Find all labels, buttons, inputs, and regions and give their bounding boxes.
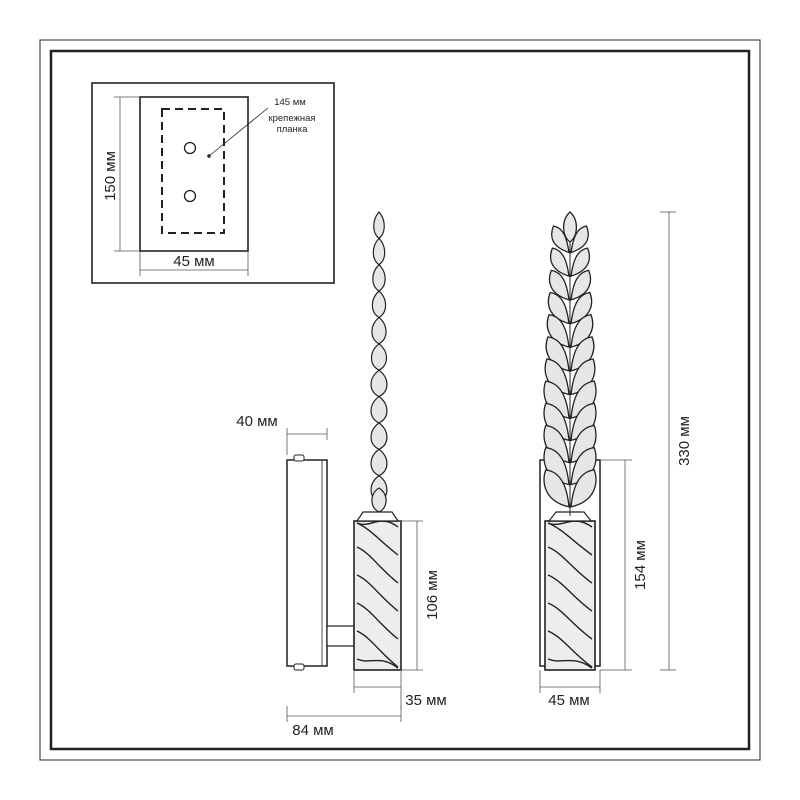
side-collar bbox=[355, 511, 400, 522]
front-twist-groove-6 bbox=[547, 658, 593, 669]
wall-plate-outline bbox=[139, 96, 249, 252]
side-spike-segment-2 bbox=[372, 263, 386, 292]
inset-frame bbox=[91, 82, 335, 284]
front-ear-grain-1-left bbox=[549, 247, 570, 278]
side-depth-label: 84 мм bbox=[292, 722, 333, 739]
side-base-twists bbox=[356, 520, 399, 669]
front-width-label: 45 мм bbox=[548, 692, 589, 709]
mount-strip-name-line1: крепежная bbox=[268, 113, 315, 124]
side-spike-segment-5 bbox=[370, 343, 388, 371]
front-twist-groove-2 bbox=[547, 546, 593, 584]
side-arm bbox=[326, 625, 355, 647]
side-spike-segment-8 bbox=[370, 422, 388, 450]
inset-width-label: 45 мм bbox=[173, 253, 214, 270]
front-twist-groove-1 bbox=[547, 522, 593, 556]
side-twist-groove-2 bbox=[356, 546, 399, 584]
side-spike-segment-9 bbox=[370, 448, 388, 477]
side-wheat-spike bbox=[370, 211, 388, 513]
front-ear-grain-2-right bbox=[570, 269, 592, 301]
inset-height-label: 150 мм bbox=[102, 151, 119, 201]
mount-strip-outline bbox=[161, 108, 225, 234]
front-collar bbox=[547, 511, 593, 522]
outer-frame bbox=[39, 39, 761, 761]
front-twist-groove-5 bbox=[547, 630, 593, 668]
side-plate-screw-bottom bbox=[293, 663, 305, 671]
front-total-height-label: 330 мм bbox=[676, 416, 693, 466]
side-plate-screw-top bbox=[293, 454, 305, 462]
screw-hole-bottom bbox=[183, 189, 197, 203]
side-base-height-label: 106 мм bbox=[424, 570, 441, 620]
front-view: 330 мм 154 мм 45 мм bbox=[539, 211, 693, 709]
front-base bbox=[544, 520, 596, 671]
side-spike-segment-7 bbox=[370, 395, 388, 424]
front-ear-grain-11-left bbox=[543, 469, 570, 508]
side-spike-bulb bbox=[371, 487, 387, 513]
screw-hole-top bbox=[183, 141, 197, 155]
front-ear-grain-11-right bbox=[570, 469, 597, 508]
front-plate-height-label: 154 мм bbox=[632, 540, 649, 590]
inner-frame bbox=[49, 49, 751, 751]
side-spike-segment-4 bbox=[371, 316, 387, 345]
front-wheat-ear bbox=[543, 211, 597, 516]
side-offset-label: 40 мм bbox=[236, 413, 277, 430]
mount-strip-name-line2: планка bbox=[277, 124, 309, 135]
side-view: 40 мм 106 мм 35 мм 84 мм bbox=[236, 211, 447, 739]
front-ear-grain-2-left bbox=[548, 269, 570, 301]
side-spike-segment-1 bbox=[372, 237, 386, 266]
side-twist-groove-6 bbox=[356, 658, 399, 669]
front-twist-groove-3 bbox=[547, 574, 593, 612]
leader-line bbox=[208, 107, 269, 157]
front-ear-grain-0-right bbox=[570, 225, 589, 254]
front-twist-groove-4 bbox=[547, 602, 593, 640]
front-ear-grain-0-left bbox=[551, 225, 570, 254]
side-spike-segment-3 bbox=[371, 290, 387, 319]
side-twist-groove-5 bbox=[356, 630, 399, 668]
front-ear-grain-1-right bbox=[570, 247, 591, 278]
side-twist-groove-3 bbox=[356, 574, 399, 612]
side-spike-segment-6 bbox=[370, 369, 388, 398]
front-base-twists bbox=[547, 520, 593, 669]
mounting-plate-inset: 150 мм 45 мм 145 мм крепежная планка bbox=[91, 82, 335, 284]
side-twist-groove-1 bbox=[356, 522, 399, 556]
front-twist-groove-0 bbox=[547, 520, 593, 528]
front-ear-tip-grain bbox=[562, 211, 578, 243]
mount-strip-size-label: 145 мм bbox=[274, 97, 306, 108]
side-base-width-label: 35 мм bbox=[405, 692, 446, 709]
side-wall-plate bbox=[286, 459, 328, 667]
side-twist-groove-4 bbox=[356, 602, 399, 640]
side-spike-segment-0 bbox=[373, 211, 385, 240]
